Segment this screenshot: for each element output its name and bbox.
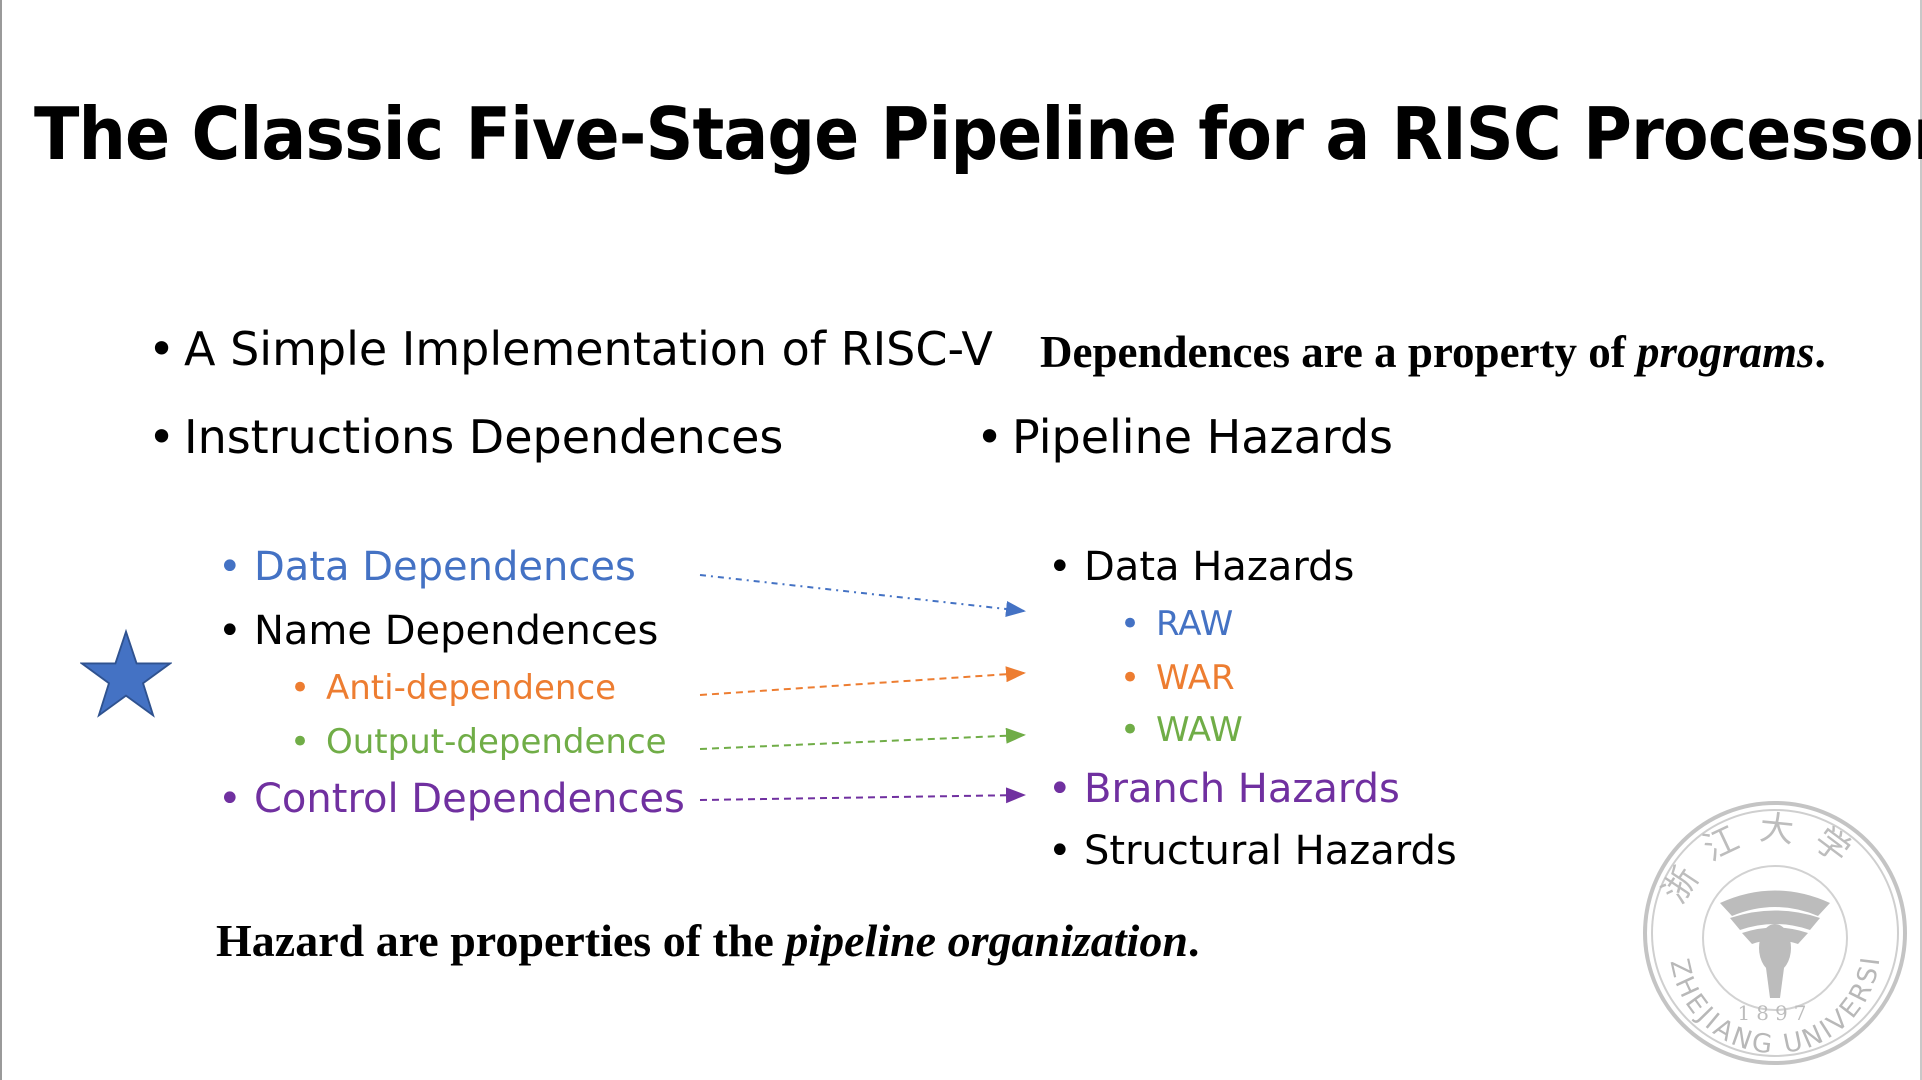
bullet-instructions-dependences: •Instructions Dependences [148, 410, 783, 464]
slide-right-border [1920, 0, 1922, 1080]
dep-data-dependences: • Data Dependences [218, 544, 636, 590]
hazard-structural-hazards: • Structural Hazards [1048, 828, 1457, 874]
dep-label: Output-dependence [326, 722, 667, 762]
dep-name-dependences: • Name Dependences [218, 608, 658, 654]
dep-anti-dependence: • Anti-dependence [290, 668, 616, 708]
slide-left-border [0, 0, 2, 1080]
bullet-dot: • [1048, 828, 1072, 874]
bullet-dot: • [148, 410, 176, 464]
bullet-text: Instructions Dependences [184, 410, 784, 464]
programs-note-prefix: Dependences are a property of [1040, 327, 1637, 377]
zhejiang-university-seal: 浙江大学 ZHEJIANG UNIVERSITY 1897 [1640, 798, 1907, 1065]
hazard-branch-hazards: • Branch Hazards [1048, 766, 1400, 812]
slide-title: The Classic Five-Stage Pipeline for a RI… [34, 92, 1922, 176]
programs-note-emphasis: programs [1637, 327, 1815, 377]
bullet-risc-v-implementation: •A Simple Implementation of RISC-V [148, 322, 993, 376]
dep-label: Control Dependences [254, 776, 685, 822]
hazard-raw: • RAW [1120, 604, 1233, 644]
bullet-dot: • [1120, 604, 1141, 644]
seal-year: 1897 [1738, 1001, 1813, 1025]
hazard-label: WAW [1156, 710, 1243, 750]
hazard-label: Branch Hazards [1084, 766, 1400, 812]
bullet-text: Pipeline Hazards [1012, 410, 1394, 464]
bullet-pipeline-hazards: •Pipeline Hazards [976, 410, 1393, 464]
hazard-label: Structural Hazards [1084, 828, 1457, 874]
dep-output-dependence: • Output-dependence [290, 722, 667, 762]
bullet-dot: • [218, 608, 242, 654]
hazard-note-prefix: Hazard are properties of the [216, 915, 786, 966]
dep-label: Data Dependences [254, 544, 636, 590]
programs-note-suffix: . [1814, 327, 1826, 377]
seal-eagle-emblem [1720, 890, 1830, 998]
bullet-dot: • [290, 722, 311, 762]
hazard-label: RAW [1156, 604, 1234, 644]
star-icon [80, 628, 172, 718]
arrow-control-to-branch [699, 787, 1026, 804]
bullet-dot: • [1048, 544, 1072, 590]
hazard-data-hazards: • Data Hazards [1048, 544, 1354, 590]
arrow-data-to-data-hazards [699, 574, 1026, 617]
bullet-dot: • [218, 544, 242, 590]
bullet-text: A Simple Implementation of RISC-V [184, 322, 993, 376]
programs-note: Dependences are a property of programs. [1040, 326, 1826, 378]
hazard-war: • WAR [1120, 658, 1235, 698]
arrow-anti-to-war [699, 666, 1026, 696]
dep-label: Name Dependences [254, 608, 659, 654]
hazard-label: Data Hazards [1084, 544, 1355, 590]
dep-control-dependences: • Control Dependences [218, 776, 685, 822]
bullet-dot: • [290, 668, 311, 708]
bullet-dot: • [218, 776, 242, 822]
bullet-dot: • [1048, 766, 1072, 812]
bullet-dot: • [1120, 710, 1141, 750]
hazard-waw: • WAW [1120, 710, 1243, 750]
hazard-note-emphasis: pipeline organization [785, 915, 1188, 966]
arrow-output-to-waw [699, 727, 1026, 750]
hazard-note-suffix: . [1187, 915, 1200, 966]
hazard-label: WAR [1156, 658, 1235, 698]
bullet-dot: • [976, 410, 1004, 464]
bullet-dot: • [148, 322, 176, 376]
bullet-dot: • [1120, 658, 1141, 698]
dep-label: Anti-dependence [326, 668, 617, 708]
hazard-note: Hazard are properties of the pipeline or… [216, 914, 1199, 967]
